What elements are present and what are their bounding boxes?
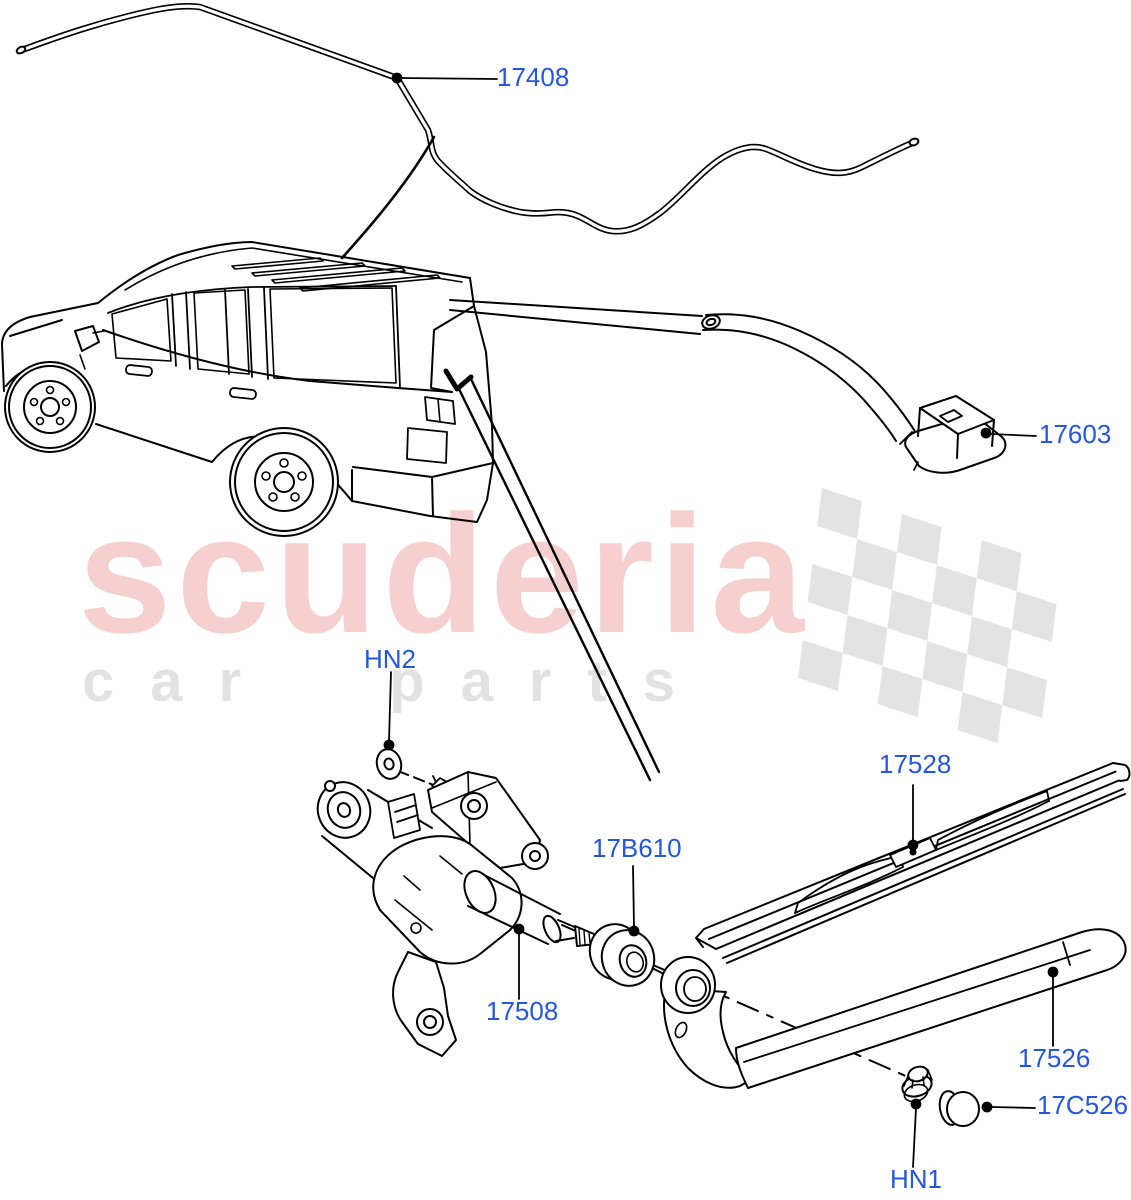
checkered-flag-watermark [797,488,1057,744]
wiper-arm-drawing [660,928,1127,1089]
spindle-cap-drawing [938,1090,980,1127]
callout-17408[interactable]: 17408 [497,62,570,92]
callout-17526[interactable]: 17526 [1018,1043,1091,1073]
callout-17603[interactable]: 17603 [1039,419,1112,449]
callout-17c526[interactable]: 17C526 [1037,1090,1129,1120]
washer-hose-drawing [15,2,920,260]
nut-hn2-drawing [375,748,448,791]
callout-17508[interactable]: 17508 [486,996,559,1026]
grommet-drawing [588,923,656,987]
nut-hn1-drawing [901,1065,933,1103]
washer-jet-drawing [701,313,1007,474]
callout-leaders [383,72,1059,1168]
callout-hn2[interactable]: HN2 [364,644,417,674]
watermark-subtitle: car parts [82,649,712,714]
wiper-motor-drawing [316,771,601,1057]
vehicle-drawing [1,241,494,537]
pointer-lines [449,299,703,782]
callout-hn1[interactable]: HN1 [890,1164,943,1194]
callout-17b610[interactable]: 17B610 [592,833,682,863]
callout-17528[interactable]: 17528 [879,749,952,779]
